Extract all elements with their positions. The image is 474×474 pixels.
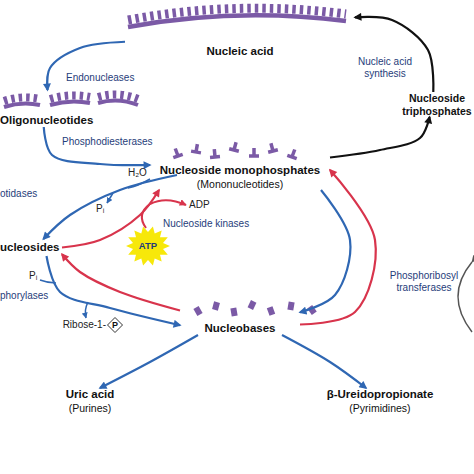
enzyme-label: Endonucleases [66, 72, 134, 84]
node-subtitle: (Mononucleotides) [150, 178, 330, 191]
node-subtitle: (Pyrimidines) [310, 402, 450, 415]
node-title: β-Ureidopropionate [310, 388, 450, 402]
phosphate-leader [40, 280, 56, 283]
reaction-arrow [300, 190, 350, 312]
enzyme-label: otidases [0, 188, 37, 200]
metabolite-label: Nucleoside monophosphates(Mononucleotide… [150, 140, 330, 190]
enzyme-label: phorylases [0, 290, 48, 302]
reaction-annotation: ADP [189, 199, 210, 211]
phosphate-diamond: P [107, 317, 123, 333]
node-subtitle: (Purines) [40, 402, 140, 415]
metabolite-label: Oligonucleotides [0, 90, 125, 127]
side-arc [458, 262, 472, 332]
product-label: Uric acid(Purines) [40, 388, 140, 414]
metabolite-label: Nucleobases [180, 300, 300, 335]
reaction-annotation: H₂O [128, 167, 147, 179]
enzyme-label: Nucleic acid synthesis [350, 56, 420, 80]
ribose-leader [85, 302, 88, 318]
reaction-annotation: Pᵢ [29, 270, 37, 282]
mononucleotide-symbols [171, 141, 300, 159]
reaction-annotation: Pᵢ [96, 203, 104, 215]
reaction-arrow [47, 256, 181, 325]
product-label: β-Ureidopropionate(Pyrimidines) [310, 388, 450, 414]
oligonucleotide-fragments [4, 94, 138, 107]
starburst-fill [126, 227, 170, 266]
node-title: Oligonucleotides [0, 114, 125, 128]
nucleobase-symbols [193, 300, 316, 316]
metabolite-label: Nucleoside triphosphates [400, 92, 474, 117]
enzyme-label: Phosphoribosyl transferases [382, 270, 466, 294]
reaction-arrow [43, 175, 177, 239]
enzyme-label: Phosphodiesterases [62, 136, 153, 148]
metabolite-label: Nucleic acid [125, 0, 355, 58]
phosphate-leader [107, 193, 113, 203]
node-title: Nucleoside triphosphates [400, 92, 474, 117]
node-title: Nucleoside monophosphates [150, 164, 330, 178]
reaction-annotation: Ribose-1- [56, 319, 106, 331]
node-title: Uric acid [40, 388, 140, 402]
metabolite-label: ucleosides [0, 239, 62, 256]
reaction-arrow [355, 17, 433, 92]
reaction-arrow [62, 254, 180, 310]
node-title: ucleosides [0, 241, 62, 255]
diamond-fill [108, 318, 123, 333]
node-title: Nucleobases [180, 322, 300, 336]
reaction-arrow [300, 170, 376, 325]
reaction-arrow [282, 335, 366, 388]
nucleic-acid-strand [128, 8, 346, 27]
reaction-arrow [330, 117, 430, 158]
node-title: P [107, 320, 123, 331]
reaction-arrow [100, 335, 198, 388]
atp-starburst: ATP [126, 226, 170, 266]
water-leader [128, 179, 150, 188]
enzyme-label: Nucleoside kinases [163, 218, 249, 230]
node-title: ATP [126, 240, 170, 252]
node-title: Nucleic acid [125, 45, 355, 59]
